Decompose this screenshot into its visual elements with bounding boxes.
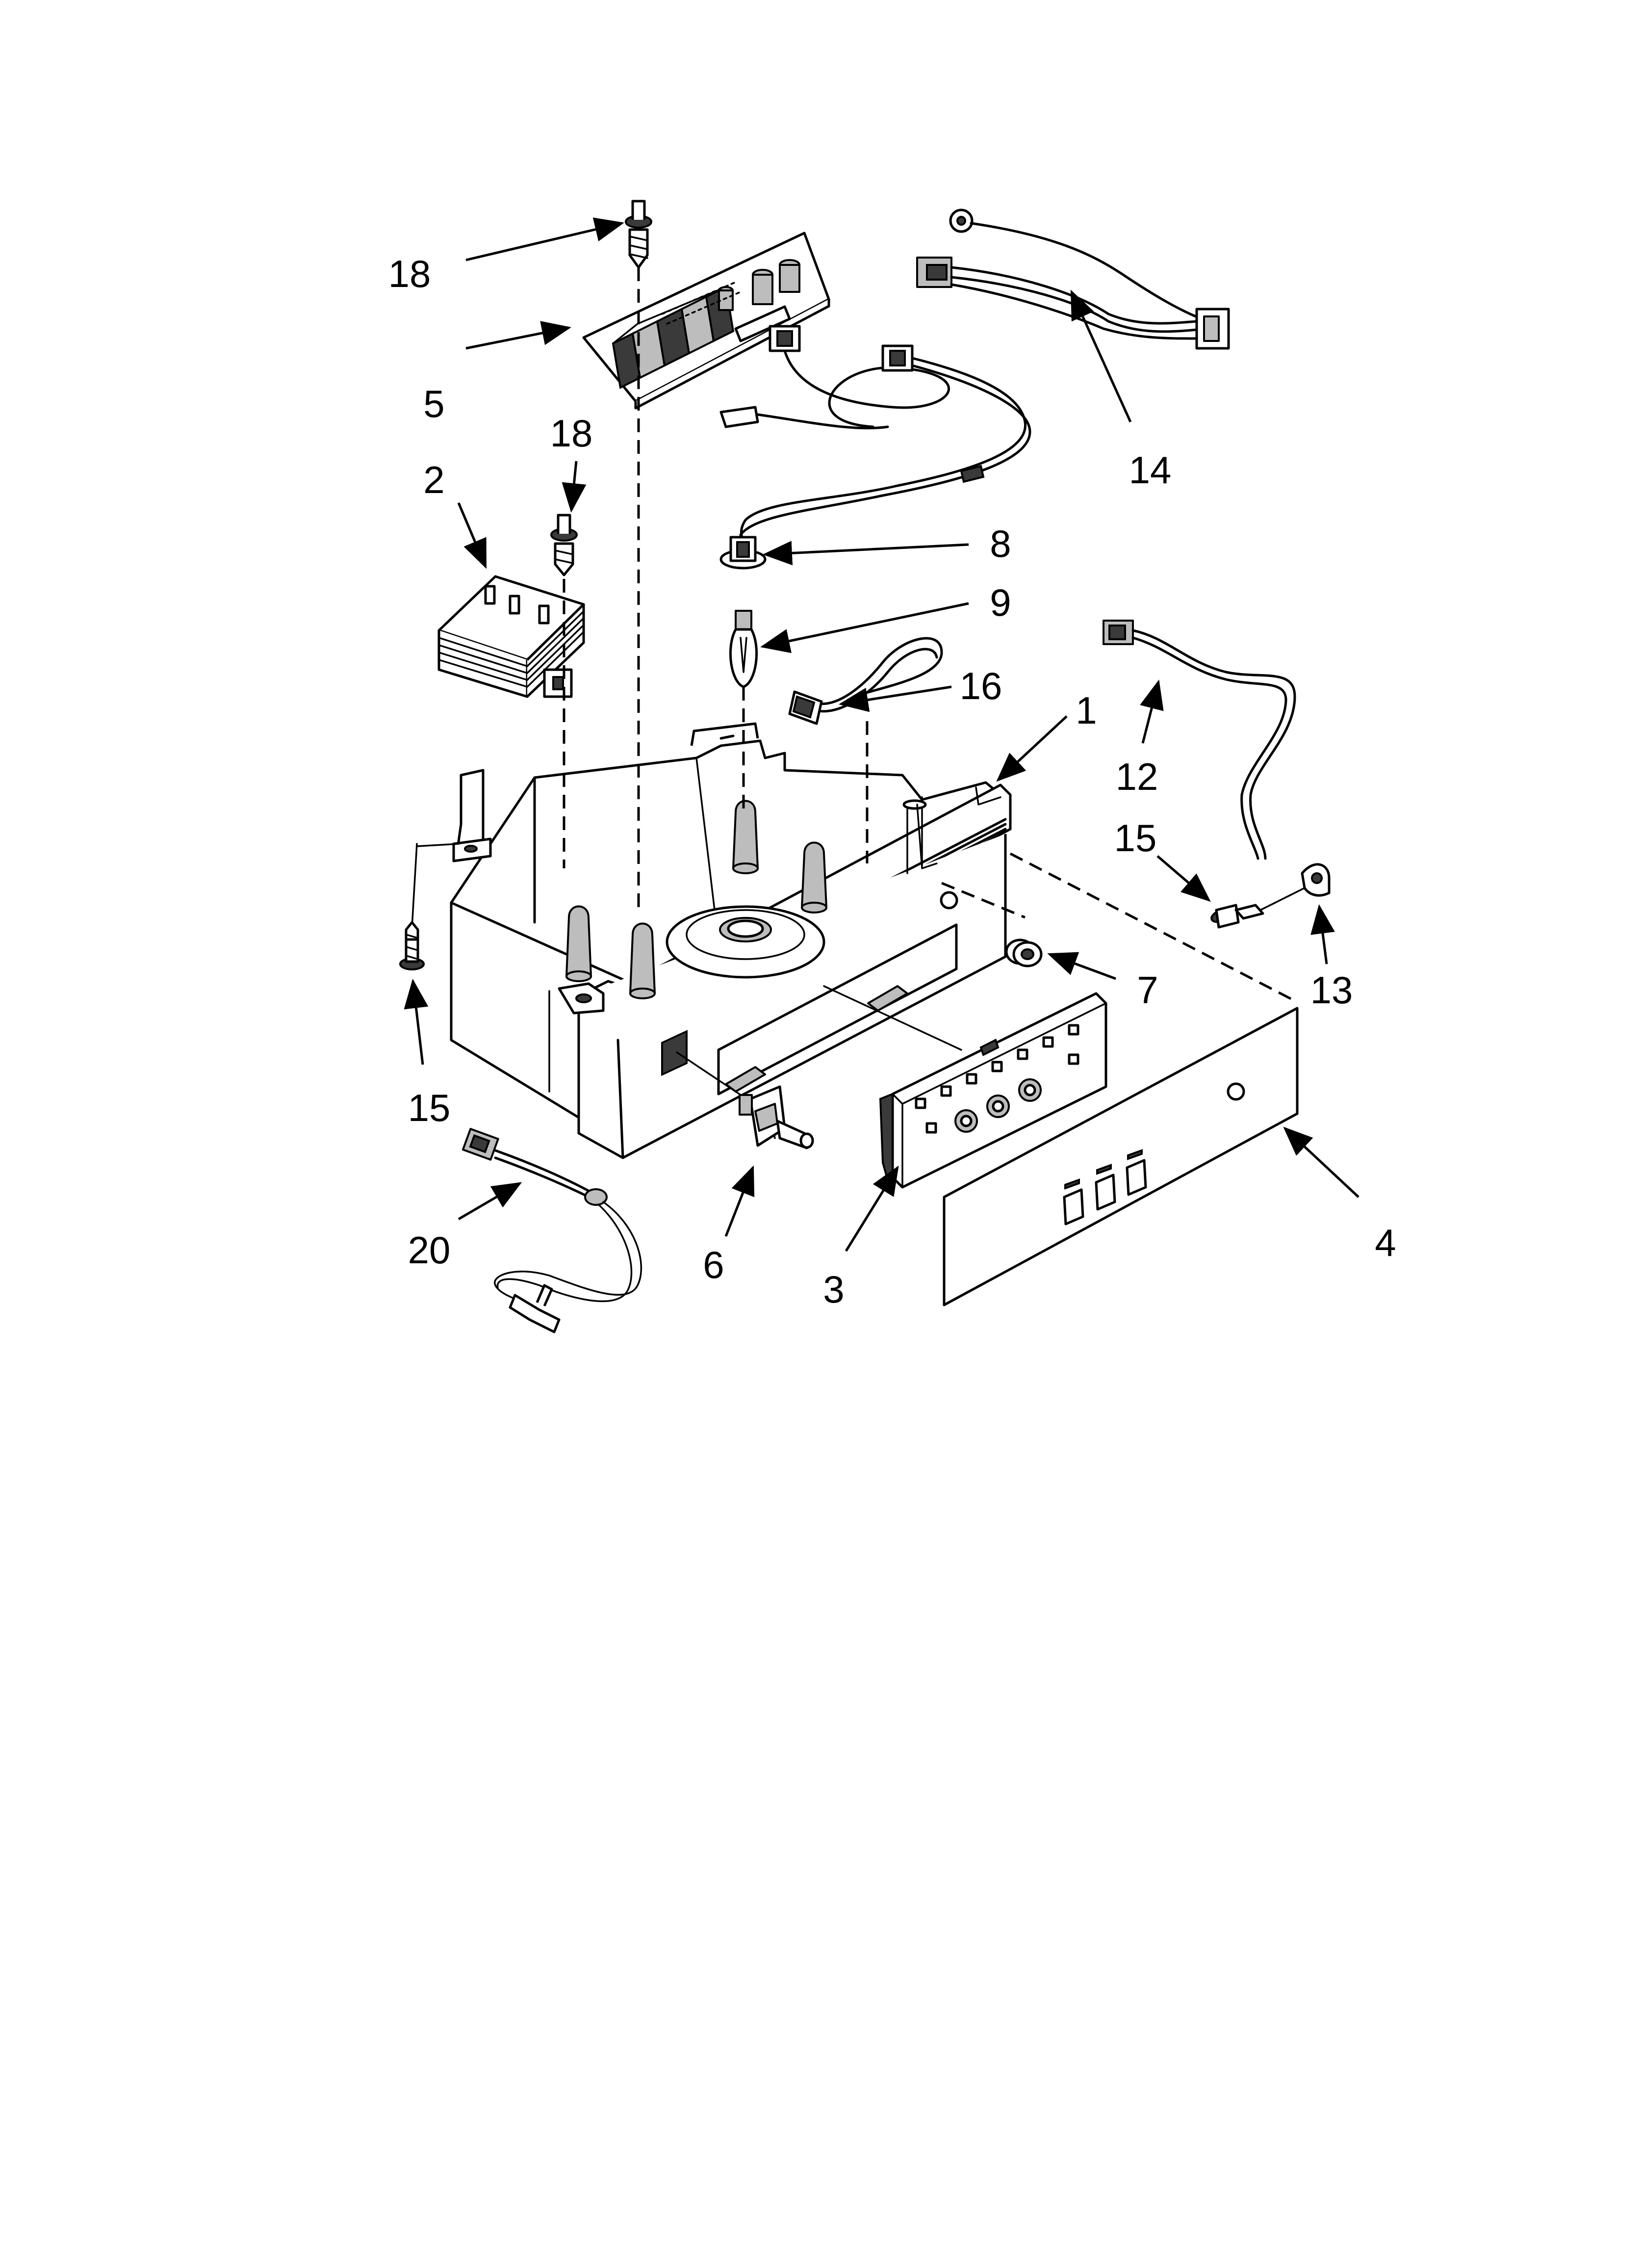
part-3-control-module [879, 992, 1107, 1189]
board-capacitors [718, 259, 800, 311]
part-5-control-board [582, 232, 830, 410]
part-14-wire-harness [916, 209, 1230, 350]
callout-13: 13 [1310, 968, 1353, 1012]
part-15-screw-left [399, 921, 425, 970]
callout-14: 14 [1129, 448, 1172, 492]
callout-16: 16 [960, 664, 1002, 707]
callout-9: 9 [990, 581, 1011, 624]
part-9-bulb [729, 610, 758, 688]
callout-6: 6 [703, 1243, 724, 1286]
assembly-lines [411, 267, 1296, 1139]
part-13-clip [1259, 863, 1331, 911]
module-buttons [954, 1078, 1042, 1133]
part-18-screw-mid [550, 514, 578, 576]
callout-15-left: 15 [408, 1086, 451, 1129]
callout-20: 20 [408, 1228, 451, 1272]
overlay-keys [1063, 1149, 1147, 1225]
housing-posts [565, 800, 938, 999]
callout-15-right: 15 [1114, 816, 1157, 860]
part-7-grommet [1005, 938, 1043, 967]
part-6-switch [739, 1085, 814, 1149]
part-1-housing [450, 722, 1012, 1159]
board-relays [612, 286, 735, 389]
part-18-screw-top [625, 200, 652, 269]
housing-reflector [666, 905, 825, 979]
callout-4: 4 [1375, 1221, 1396, 1264]
callout-8: 8 [990, 522, 1011, 565]
callout-12: 12 [1116, 755, 1158, 798]
callout-1: 1 [1076, 689, 1097, 732]
callout-5: 5 [423, 382, 444, 425]
callout-labels: 18 5 18 2 14 8 9 16 1 12 15 13 7 15 4 20… [388, 252, 1396, 1311]
part-12-harness [1103, 620, 1296, 860]
part-16-sensor [788, 637, 943, 725]
callout-7: 7 [1137, 968, 1158, 1012]
part-4-overlay-panel [943, 1007, 1299, 1306]
light-socket-harness [719, 325, 1031, 551]
callout-2: 2 [423, 458, 444, 501]
callout-18-mid: 18 [550, 412, 593, 455]
part-2-transformer [437, 575, 585, 698]
part-15-screw-right [1210, 904, 1264, 929]
part-20-sensor-harness [462, 1128, 642, 1333]
leader-arrows [404, 217, 1360, 1252]
part-8-light-socket [719, 536, 767, 570]
callout-3: 3 [823, 1268, 844, 1311]
module-leds [915, 1024, 1079, 1134]
callout-18-top: 18 [388, 252, 431, 295]
